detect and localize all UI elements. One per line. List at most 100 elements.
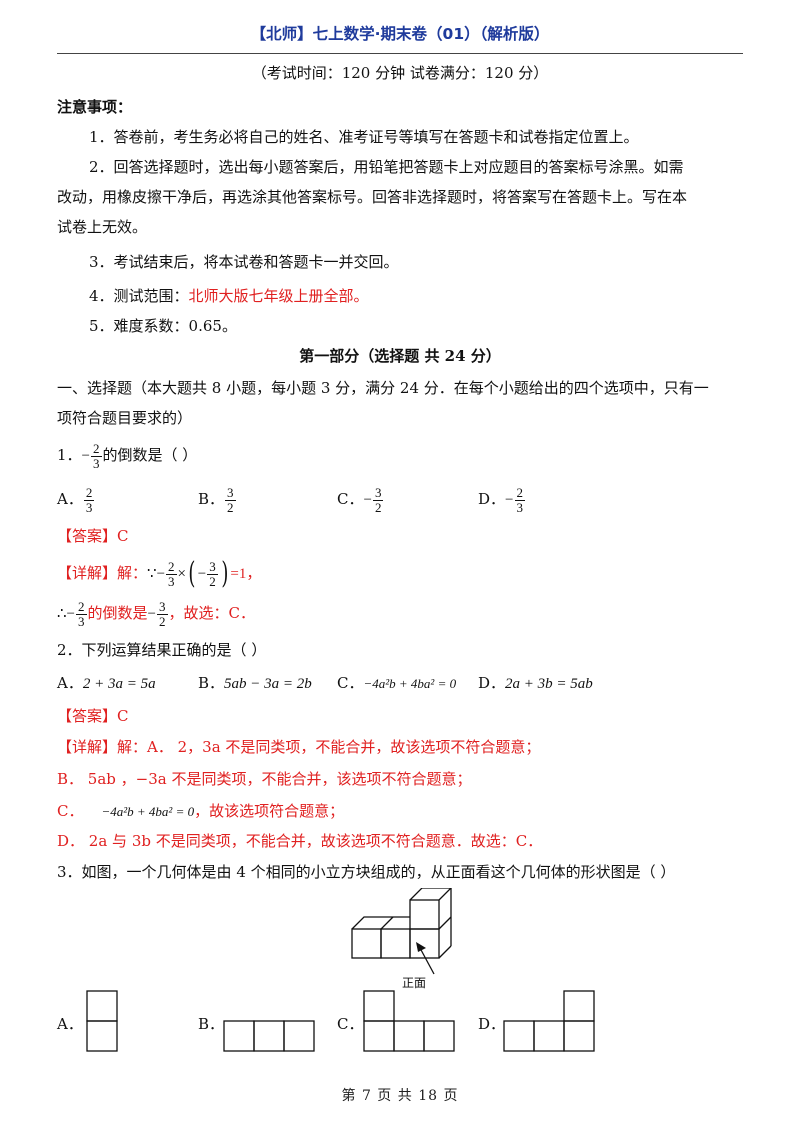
q1-option-b-label: B． [198,490,225,508]
page-number: 第 7 页 共 18 页 [341,1088,459,1104]
q1-detail-prefix: 解： [117,564,148,582]
q1-detail-line-2-mid: 的倒数是 [87,604,148,622]
q1-number: 1． [57,446,82,464]
q2-option-a-label: A． [57,674,83,692]
minus-sign: − [505,492,514,508]
q1-option-b-numerator: 3 [225,484,236,501]
q1-option-b-denominator: 2 [227,499,234,515]
q2-option-b-label: B． [198,674,225,692]
q2-detail-line-2: B． 5ab ，−3a 不是同类项，不能合并，该选项不符合题意； [57,770,472,788]
q1-detail-fraction-2-numerator: 3 [207,558,218,575]
option-a-grid [86,990,118,1052]
q3-option-a-label: A． [57,1015,83,1033]
notice-item-5: 5．难度系数：0.65。 [89,317,237,335]
minus-sign: − [147,606,156,622]
notice-item-2-line-1: 2．回答选择题时，选出每小题答案后，用铅笔把答题卡上对应题目的答案标号涂黑。如需 [89,158,684,176]
minus-sign: − [197,566,207,582]
q2-option-d: D．2a + 3b = 5ab [478,673,593,694]
q1-detail-fraction-4-denominator: 2 [159,613,166,629]
q2-detail-tag: 【详解】 [57,738,118,756]
therefore-symbol: ∴− [57,606,76,622]
notice-item-4-prefix: 4．测试范围： [89,287,189,305]
part1-intro-line-2: 项符合题目要求的） [57,409,193,427]
option-d-grid [503,990,595,1052]
notice-item-1: 1．答卷前，考生务必将自己的姓名、准考证号等填写在答题卡和试卷指定位置上。 [89,128,639,146]
q3-option-d-label: D． [478,1015,506,1033]
because-symbol: ∵− [147,566,166,582]
q2-option-d-expr: 2a + 3b = 5ab [505,676,593,692]
q1-option-d-numerator: 2 [514,484,525,501]
q1-detail-fraction-3-denominator: 3 [78,613,85,629]
front-arrow [416,942,435,975]
q2-option-c: C．−4a²b + 4ba² = 0 [337,673,456,694]
q1-detail-tag: 【详解】 [57,564,118,582]
q2-option-c-label: C． [337,674,364,692]
q1-option-a-denominator: 3 [85,499,93,515]
q1-detail-fraction-2-denominator: 2 [209,573,216,589]
q2-option-d-label: D． [478,674,506,692]
left-paren: ( [188,556,196,591]
q2-option-b-expr: 5ab − 3a = 2b [224,676,312,692]
q2-detail-line-3-prefix: C． [57,802,84,820]
minus-sign: − [81,448,91,464]
q2-option-a-expr: 2 + 3a = 5a [82,676,156,692]
q2-detail-line-3-tail: ，故该选项符合题意； [194,802,345,820]
part1-title: 第一部分（选择题 共 24 分） [299,347,501,365]
front-label: 正面 [402,976,427,990]
q2-option-b: B．5ab − 3a = 2b [198,673,312,694]
cube-stack-drawing [351,888,452,959]
q1-answer: 【答案】C [57,527,129,545]
notice-item-2-line-2: 改动，用橡皮擦干净后，再选涂其他答案标号。回答非选择题时，将答案写在答题卡上。写… [57,188,688,206]
q1-option-c-numerator: 3 [372,484,384,501]
option-b-grid [223,1020,315,1052]
q2-option-c-expr: −4a²b + 4ba² = 0 [363,676,457,691]
q2-option-a: A．2 + 3a = 5a [57,673,156,694]
q2-detail-line-3: C．−4a²b + 4ba² = 0，故该选项符合题意； [57,801,344,822]
q1-detail-fraction-1-denominator: 3 [168,573,175,589]
q2-detail-line-1-text: 解：A． 2，3a 不是同类项，不能合并，故该选项不符合题意； [117,738,541,756]
q3-option-b-label: B． [198,1015,225,1033]
notice-heading: 注意事项： [57,98,133,116]
q1-option-d-denominator: 3 [516,499,524,515]
header-divider [57,53,743,54]
q1-stem-tail: 的倒数是（ ） [102,446,198,464]
q1-option-a-numerator: 2 [83,484,95,501]
notice-item-2-line-3: 试卷上无效。 [57,218,148,236]
q1-detail-fraction-3-numerator: 2 [76,598,87,615]
q1-detail-fraction-1-numerator: 2 [166,558,177,575]
q1-option-c-label: C． [337,490,364,508]
q2-detail-line-1: 【详解】解：A． 2，3a 不是同类项，不能合并，故该选项不符合题意； [57,737,540,757]
q1-detail-eq-tail: =1， [230,566,262,582]
minus-sign: − [363,492,372,508]
test-scope: 北师大版七年级上册全部。 [188,287,369,305]
q3-option-c-label: C． [337,1015,364,1033]
q2-detail-line-4: D． 2a 与 3b 不是同类项，不能合并，故该选项不符合题意．故选：C． [57,832,543,850]
q1-detail-line-2-tail: ，故选：C． [168,604,255,622]
notice-item-3: 3．考试结束后，将本试卷和答题卡一并交回。 [89,253,399,271]
times-symbol: × [177,566,187,582]
q1-fraction-numerator: 2 [91,440,102,457]
q2-stem: 2．下列运算结果正确的是（ ） [57,641,267,659]
q1-detail-fraction-4-numerator: 3 [157,598,168,615]
q3-stem: 3．如图，一个几何体是由 4 个相同的小立方块组成的，从正面看这个几何体的形状图… [57,863,676,881]
q1-option-a-label: A． [57,490,83,508]
exam-info: （考试时间：120 分钟 试卷满分：120 分） [251,64,549,82]
q1-fraction-denominator: 3 [93,455,100,471]
right-paren: ) [221,556,229,591]
option-c-grid [363,990,455,1052]
